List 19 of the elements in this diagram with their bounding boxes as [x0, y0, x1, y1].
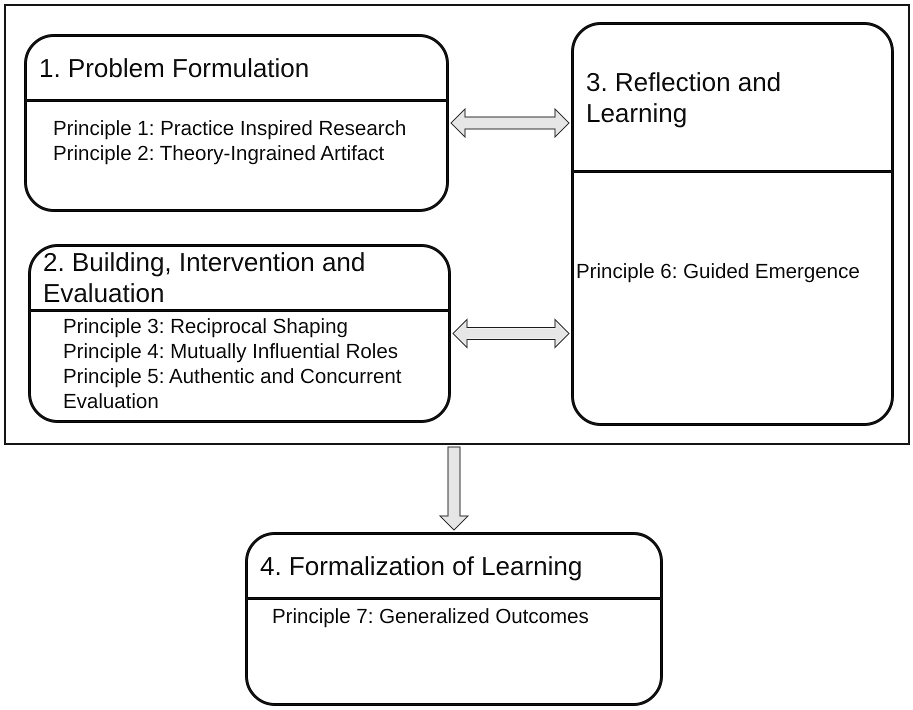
block-arrow — [438, 446, 470, 531]
box-title: 1. Problem Formulation — [39, 52, 310, 84]
principle-text: Principle 7: Generalized Outcomes — [272, 604, 590, 629]
rounded-box — [28, 244, 451, 423]
block-arrow — [450, 108, 570, 138]
principle-text: Principle 5: Authentic and Concurrent Evaluation — [63, 364, 402, 414]
rounded-box — [24, 34, 449, 212]
box-title: 3. Reflection and Learning — [586, 66, 782, 128]
block-arrow — [452, 318, 570, 349]
principle-text: Principle 6: Guided Emergence — [576, 259, 861, 284]
box-title: 2. Building, Intervention and Evaluation — [43, 247, 366, 309]
principle-text: Principle 1: Practice Inspired Research — [53, 116, 408, 141]
frame-box — [4, 4, 910, 445]
box-title: 4. Formalization of Learning — [260, 550, 582, 582]
rounded-box — [571, 22, 894, 426]
principle-text: Principle 2: Theory-Ingrained Artifact — [53, 141, 386, 166]
rounded-box — [245, 532, 663, 706]
principle-text: Principle 3: Reciprocal Shaping — [63, 314, 349, 339]
principle-text: Principle 4: Mutually Influential Roles — [63, 339, 399, 364]
